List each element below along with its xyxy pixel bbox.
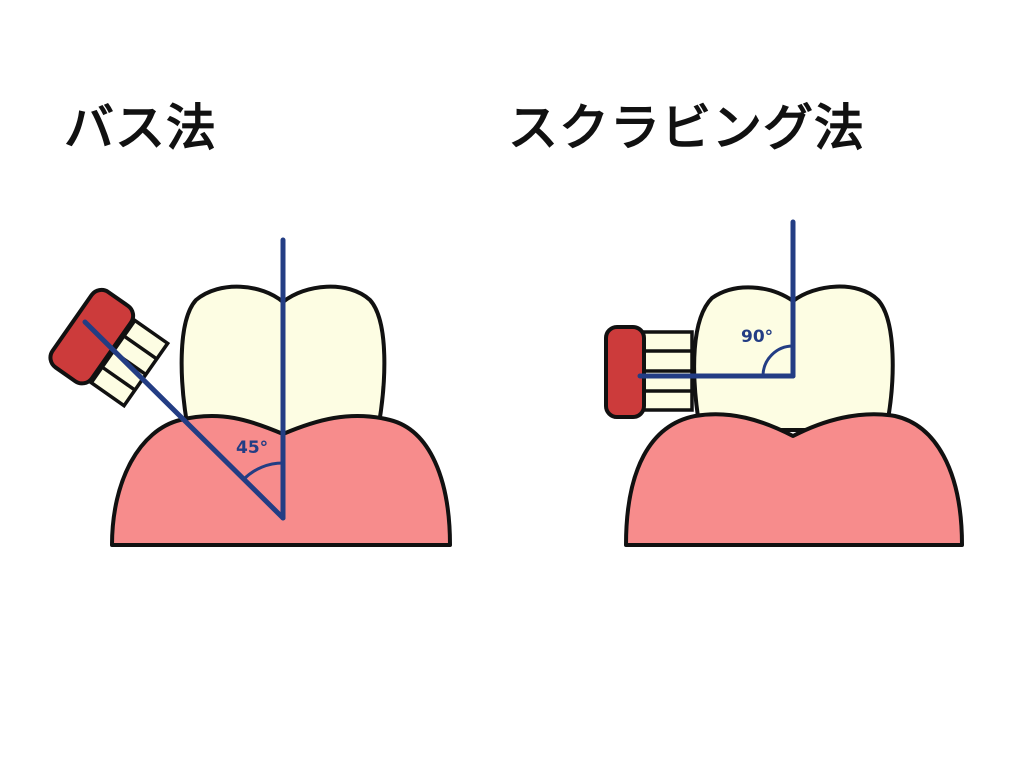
scrubbing-method-title: スクラビング法 <box>508 99 865 157</box>
right-angle-arc <box>761 344 794 377</box>
right-brush-head <box>604 325 646 419</box>
right-gum <box>624 412 964 547</box>
right-angle-label: 90° <box>741 327 773 347</box>
left-brush-axis-line <box>82 319 286 521</box>
bass-method-illustration: 45° <box>48 237 452 547</box>
left-angle-label: 45° <box>236 438 268 458</box>
scrubbing-method-illustration: 90° <box>604 219 964 547</box>
right-toothbrush <box>604 325 694 419</box>
bass-method-title: バス法 <box>64 99 217 157</box>
left-angle-arc <box>242 461 284 481</box>
